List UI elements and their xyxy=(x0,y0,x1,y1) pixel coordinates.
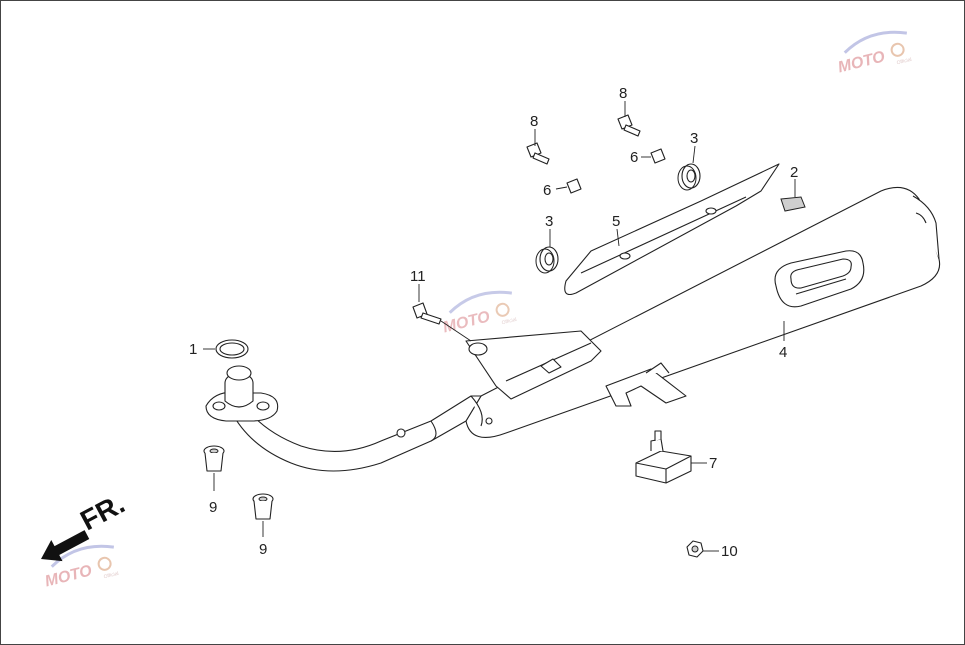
grommet-lower xyxy=(535,246,559,274)
callout-8-right: 8 xyxy=(619,85,627,102)
watermark-sub: Official xyxy=(896,57,912,66)
callout-9-upper: 9 xyxy=(209,499,217,516)
muffler-assembly xyxy=(205,186,941,472)
callout-6-lower: 6 xyxy=(543,182,551,199)
callout-6-upper: 6 xyxy=(630,149,638,166)
collar-lower xyxy=(566,178,582,194)
callouts: 1 2 3 3 4 5 6 6 7 8 8 9 9 10 11 xyxy=(189,85,798,560)
grommet-upper xyxy=(677,163,701,191)
rubber-mount xyxy=(635,430,692,484)
collar-upper xyxy=(650,148,666,164)
callout-9-lower: 9 xyxy=(259,541,267,558)
callout-3-upper: 3 xyxy=(690,130,698,147)
callout-11: 11 xyxy=(410,268,426,285)
callout-5: 5 xyxy=(612,213,620,230)
nut-10 xyxy=(686,540,704,558)
bolt-right xyxy=(617,114,641,137)
callout-10: 10 xyxy=(721,543,738,560)
watermark-top-right: MOTO Official xyxy=(836,30,912,76)
leader-lines xyxy=(203,101,796,552)
watermark-center: MOTO Official xyxy=(441,290,517,336)
watermark-text: MOTO xyxy=(441,308,492,336)
bolt-11 xyxy=(412,302,442,325)
watermark-text: MOTO xyxy=(43,562,94,590)
nut-9-lower xyxy=(252,493,274,520)
callout-7: 7 xyxy=(709,455,717,472)
nut-9-upper xyxy=(203,445,225,472)
gasket-ring xyxy=(215,339,249,359)
front-label: FR. xyxy=(75,488,129,537)
watermark-sub: Official xyxy=(501,317,517,326)
callout-8-left: 8 xyxy=(530,113,538,130)
watermark-sub: Official xyxy=(103,571,119,580)
front-arrow-icon xyxy=(41,530,90,562)
heat-shield xyxy=(564,163,780,296)
callout-3-lower: 3 xyxy=(545,213,553,230)
watermark-text: MOTO xyxy=(836,48,887,76)
front-direction-indicator: FR. xyxy=(41,488,130,562)
callout-4: 4 xyxy=(779,344,787,361)
callout-1: 1 xyxy=(189,341,197,358)
callout-2: 2 xyxy=(790,164,798,181)
bolt-left xyxy=(526,142,550,165)
clip-part xyxy=(780,196,806,212)
